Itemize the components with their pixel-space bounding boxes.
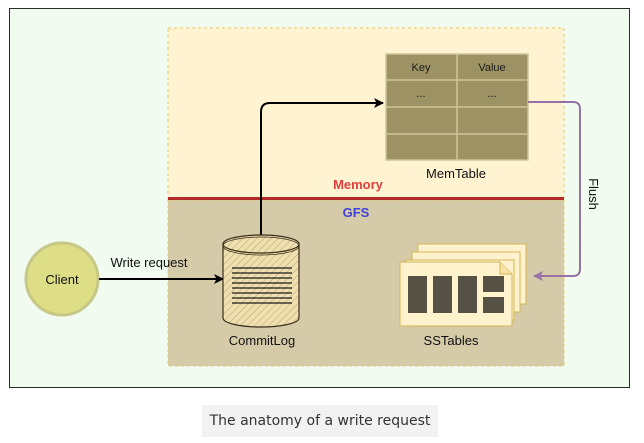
memtable-header-key: Key: [412, 62, 431, 74]
write-request-diagram: Memory GFS Key Value ... ... MemTable Cl…: [24, 27, 601, 367]
diagram-caption: The anatomy of a write request: [209, 413, 431, 429]
gfs-label: GFS: [343, 205, 370, 220]
sstables-label: SSTables: [424, 333, 479, 348]
commitlog-label: CommitLog: [229, 333, 295, 348]
memtable: Key Value ... ...: [385, 53, 529, 161]
flush-label: Flush: [586, 178, 601, 210]
memtable-label: MemTable: [426, 166, 486, 181]
memtable-row-value: ...: [487, 88, 496, 100]
commitlog-to-memtable-arrow: [260, 98, 384, 238]
caption-box: The anatomy of a write request: [202, 405, 438, 437]
commitlog-cylinder: [222, 234, 300, 328]
memtable-header-value: Value: [478, 62, 505, 74]
client-label: Client: [45, 272, 79, 287]
memory-label: Memory: [333, 177, 384, 192]
sstables-stack: [399, 243, 527, 327]
flush-arrow: [528, 101, 581, 281]
client-node: [24, 241, 100, 317]
memtable-row-key: ...: [416, 88, 425, 100]
write-request-label: Write request: [110, 255, 187, 270]
